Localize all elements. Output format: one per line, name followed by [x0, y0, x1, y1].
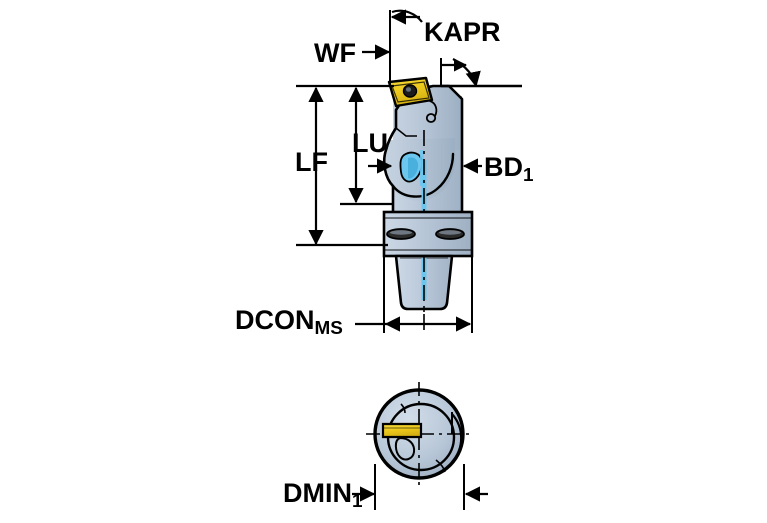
label-dcon-ms: DCONMS — [235, 305, 343, 339]
label-dmin1: DMIN1 — [283, 478, 363, 512]
end-view-insert — [381, 422, 423, 439]
insert-screw-highlight — [405, 87, 412, 92]
end-view-chip-mark — [435, 459, 446, 473]
end-view-group — [352, 382, 488, 510]
label-dcon-subscript: MS — [314, 318, 343, 340]
label-bd1-main: BD — [484, 152, 523, 182]
label-dmin-main: DMIN — [283, 478, 352, 508]
label-bd1-subscript: 1 — [523, 165, 534, 187]
nose-curve — [391, 152, 455, 198]
label-dcon-main: DCON — [235, 305, 315, 335]
coolant-outlet-shade — [408, 157, 419, 179]
kapr-angle-arc — [452, 58, 481, 88]
insert-chamfer — [391, 81, 430, 103]
label-dmin-subscript: 1 — [352, 491, 363, 513]
label-wf: WF — [314, 38, 356, 68]
label-lu: LU — [352, 128, 388, 158]
side-view-group — [382, 76, 474, 330]
label-lf: LF — [295, 147, 328, 177]
insert-clamp-detail — [429, 100, 438, 117]
dimension-group-side — [296, 9, 522, 333]
end-view-pocket — [394, 436, 416, 461]
end-view-body-arc — [451, 413, 463, 463]
end-view-top-mark — [400, 403, 406, 414]
label-bd1: BD1 — [484, 152, 534, 186]
flange-slot-right-hi — [439, 230, 461, 235]
label-kapr: KAPR — [424, 17, 501, 47]
insert-seat-line — [395, 127, 417, 137]
clamp-screw-icon — [425, 113, 437, 123]
cutting-insert-group — [387, 76, 434, 108]
flange-slot-left-hi — [390, 230, 412, 235]
